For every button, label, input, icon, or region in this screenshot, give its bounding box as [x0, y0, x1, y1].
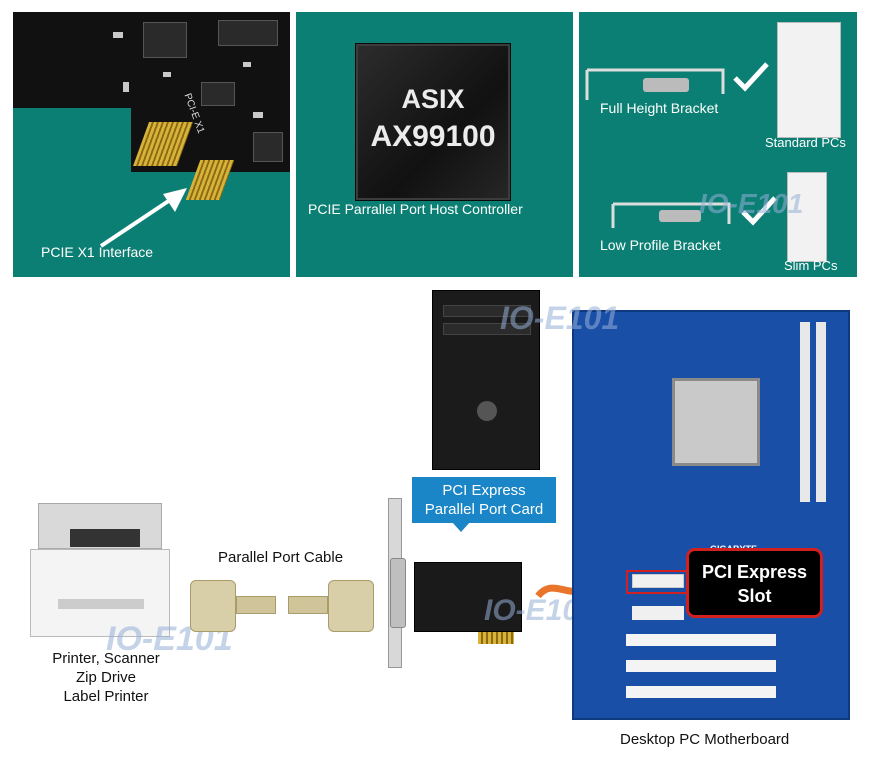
pcie-interface-caption: PCIE X1 Interface — [41, 244, 154, 260]
parallel-port-card-image — [388, 498, 528, 670]
printer-label-line: Printer, Scanner — [52, 650, 160, 667]
cable-label: Parallel Port Cable — [218, 549, 344, 566]
card-callout-line: Parallel Port Card — [424, 501, 544, 518]
slim-pc-icon — [787, 172, 827, 262]
parallel-cable-image — [190, 574, 375, 636]
controller-chip: ASIX AX99100 — [356, 44, 510, 200]
slot-callout-line: PCI Express — [701, 562, 808, 582]
panel-brackets: Full Height Bracket Standard PCs Low Pro… — [579, 12, 857, 277]
panel-pcie-interface: PCI-E X1 PCIE X1 Interface — [13, 12, 290, 277]
checkmark-icon — [733, 62, 769, 92]
printer-label-line: Label Printer — [63, 688, 149, 705]
desktop-pc-image — [432, 290, 540, 470]
arrow-up-right-icon — [99, 188, 187, 248]
printer-image — [30, 503, 170, 638]
checkmark-icon-2 — [741, 196, 777, 226]
slot-callout: PCI Express Slot — [686, 548, 823, 618]
controller-caption: PCIE Parrallel Port Host Controller — [308, 201, 523, 217]
watermark: IO-E101 — [699, 188, 804, 219]
printer-label: Printer, Scanner Zip Drive Label Printer — [38, 649, 174, 706]
standard-pcs-label: Standard PCs — [765, 135, 846, 150]
motherboard-image: GIGABYTE — [572, 310, 850, 720]
printer-label-line: Zip Drive — [75, 669, 136, 686]
full-height-bracket-icon — [585, 68, 725, 100]
standard-pc-icon — [777, 22, 841, 138]
motherboard-label: Desktop PC Motherboard — [620, 731, 790, 748]
chip-brand: ASIX — [401, 84, 465, 114]
chip-model: AX99100 — [370, 120, 496, 153]
watermark: IO-E101 — [500, 300, 620, 336]
slot-callout-line: Slot — [737, 586, 772, 606]
low-profile-bracket-icon — [611, 202, 731, 228]
card-callout: PCI Express Parallel Port Card — [412, 477, 556, 532]
panel-host-controller: ASIX AX99100 PCIE Parrallel Port Host Co… — [296, 12, 573, 277]
slim-pcs-label: Slim PCs — [784, 258, 838, 273]
low-profile-bracket-label: Low Profile Bracket — [600, 237, 721, 253]
card-callout-line: PCI Express — [442, 482, 526, 499]
full-height-bracket-label: Full Height Bracket — [600, 100, 719, 116]
